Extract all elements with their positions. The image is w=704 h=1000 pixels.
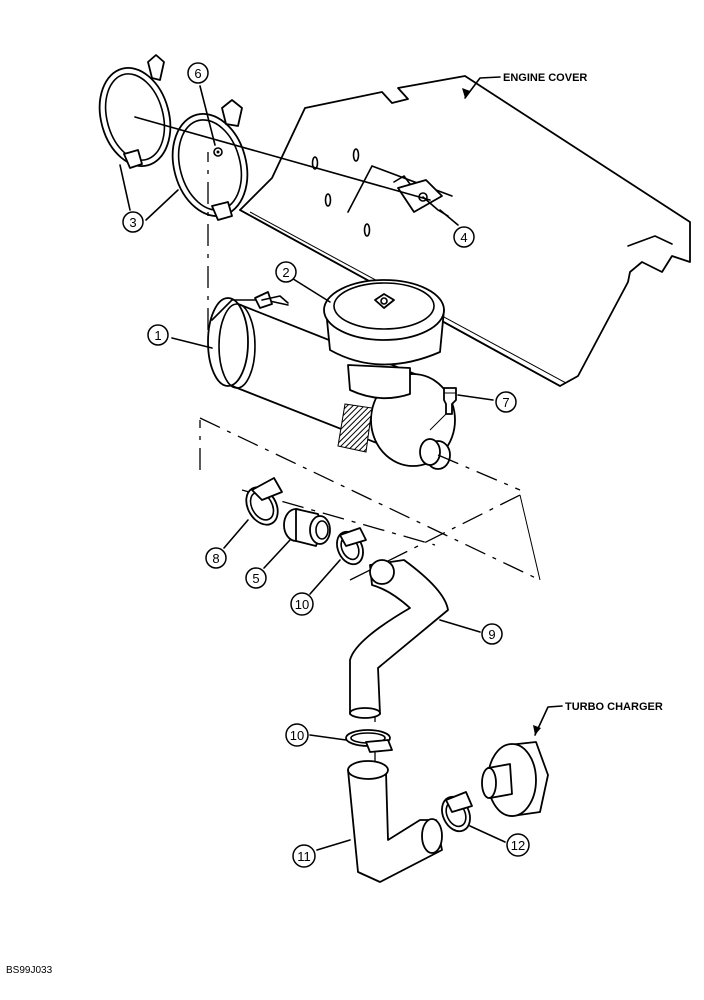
callout-leaders	[119, 85, 506, 851]
hose-clamp-10-lower	[345, 729, 393, 753]
reducer-fitting	[283, 508, 331, 547]
callout-7: 7	[495, 391, 517, 413]
turbo-charger	[481, 741, 549, 817]
restriction-indicator-fitting	[443, 387, 457, 415]
callout-1: 1	[147, 324, 169, 346]
svg-text:TURBO CHARGER: TURBO CHARGER	[565, 701, 663, 713]
svg-text:3: 3	[129, 215, 136, 230]
engine-cover-label: ENGINE COVER	[462, 72, 587, 99]
svg-text:11: 11	[297, 849, 311, 864]
callout-5: 5	[245, 567, 267, 589]
callout-4: 4	[453, 226, 475, 248]
svg-text:7: 7	[502, 395, 509, 410]
mounting-band-front	[171, 99, 249, 221]
callout-11: 11	[292, 844, 316, 868]
svg-text:1: 1	[154, 328, 161, 343]
hose-clamp-8	[245, 477, 283, 526]
callout-2: 2	[275, 261, 297, 283]
svg-text:8: 8	[212, 551, 219, 566]
elbow-hose-11	[347, 760, 443, 883]
svg-text:ENGINE COVER: ENGINE COVER	[503, 72, 587, 84]
svg-text:2: 2	[282, 265, 289, 280]
callout-10-lower: 10	[285, 723, 309, 747]
hose-clamp-12	[441, 791, 473, 833]
turbo-charger-label: TURBO CHARGER	[533, 701, 663, 736]
hose-clamp-10-upper	[336, 527, 367, 566]
svg-text:5: 5	[252, 571, 259, 586]
pre-cleaner-cap	[323, 279, 445, 400]
svg-text:10: 10	[295, 597, 309, 612]
callout-3: 3	[122, 211, 144, 233]
svg-text:10: 10	[290, 728, 304, 743]
hose-9	[349, 559, 449, 719]
svg-text:4: 4	[460, 230, 467, 245]
callout-6: 6	[187, 62, 209, 84]
svg-text:12: 12	[511, 838, 525, 853]
callout-9: 9	[481, 623, 503, 645]
callout-12: 12	[506, 833, 530, 857]
mounting-band-rear	[98, 54, 172, 169]
svg-text:6: 6	[194, 66, 201, 81]
svg-text:9: 9	[488, 627, 495, 642]
mounting-bracket	[393, 175, 449, 217]
callout-10-upper: 10	[290, 592, 314, 616]
callout-8: 8	[205, 547, 227, 569]
stud-6	[213, 147, 223, 157]
figure-code: BS99J033	[6, 965, 53, 976]
